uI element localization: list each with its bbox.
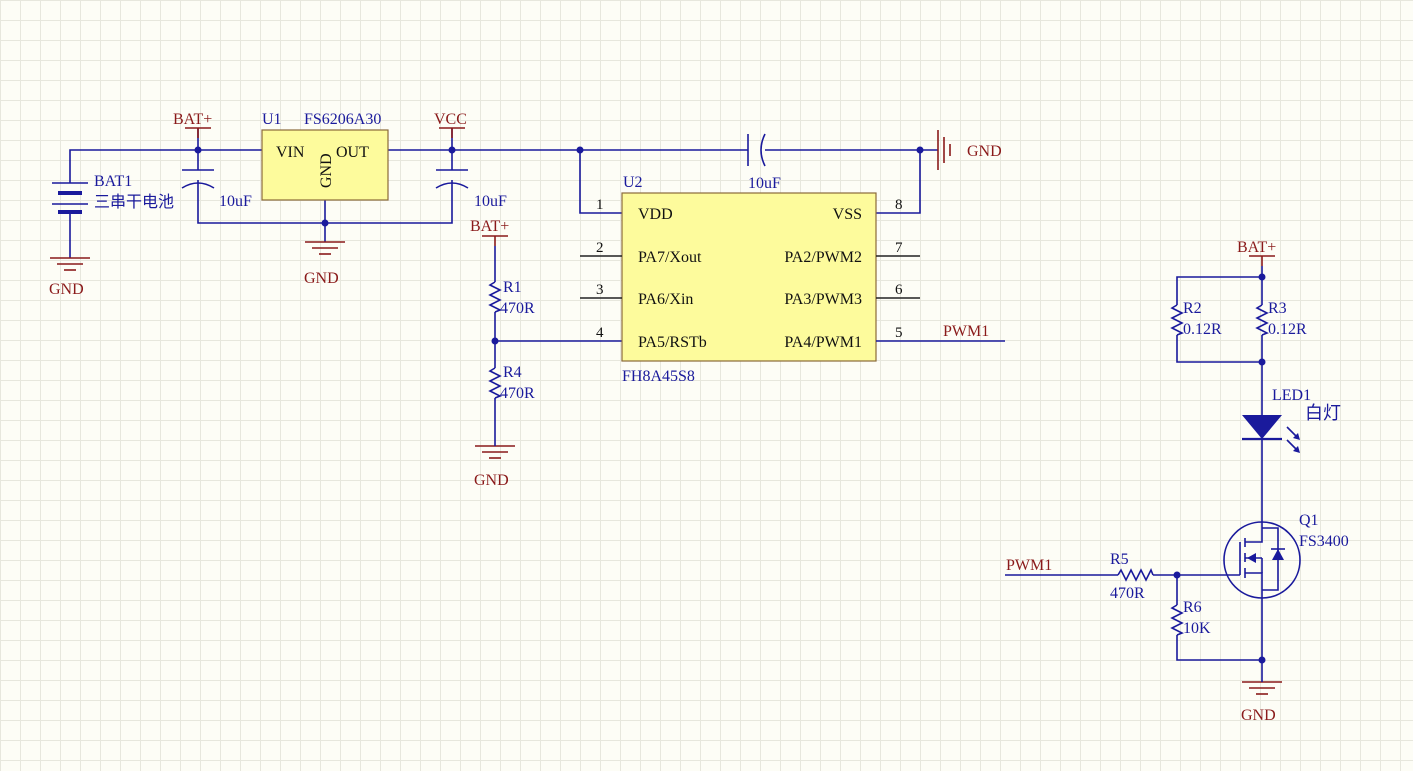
gnd-label-5: GND	[1241, 707, 1276, 724]
led-led1[interactable]: LED1 白灯	[1242, 387, 1341, 453]
bat-plus-label-3: BAT+	[1237, 239, 1276, 256]
gnd-symbol-battery: GND	[49, 257, 90, 298]
net-pwm1-out: PWM1	[876, 323, 1005, 342]
capacitor-cvdd[interactable]: 10uF	[747, 133, 781, 192]
resistor-r2[interactable]: R2 0.12R	[1170, 300, 1222, 338]
cvdd-value: 10uF	[748, 175, 781, 192]
gnd-label-4: GND	[474, 472, 509, 489]
r6-designator: R6	[1183, 599, 1202, 616]
capacitor-cout[interactable]: 10uF	[435, 169, 507, 210]
u2-pin2-name: PA7/Xout	[638, 249, 702, 266]
gnd-symbol-u1: GND	[304, 241, 345, 287]
u2-comment: FH8A45S8	[622, 368, 695, 385]
net-bat-plus-1: BAT+	[173, 111, 212, 138]
resistor-r4[interactable]: R4 470R	[488, 364, 535, 402]
net-bat-plus-2: BAT+	[470, 218, 509, 246]
cin-value: 10uF	[219, 193, 252, 210]
r3-value: 0.12R	[1268, 321, 1307, 338]
ic-u1[interactable]: U1 FS6206A30 VIN OUT GND	[261, 111, 389, 201]
r3-designator: R3	[1268, 300, 1287, 317]
u2-pin3-name: PA6/Xin	[638, 291, 693, 308]
net-bat-plus-3: BAT+	[1237, 239, 1276, 266]
q1-comment: FS3400	[1299, 533, 1349, 550]
u1-designator: U1	[262, 111, 282, 128]
gnd-label-1: GND	[49, 281, 84, 298]
bat-plus-label-2: BAT+	[470, 218, 509, 235]
q1-designator: Q1	[1299, 512, 1319, 529]
r5-designator: R5	[1110, 551, 1129, 568]
u2-pin3-num: 3	[596, 282, 604, 298]
r4-value: 470R	[500, 385, 535, 402]
u2-pin6-name: PA3/PWM3	[784, 291, 862, 308]
r2-value: 0.12R	[1183, 321, 1222, 338]
u1-pin-vin: VIN	[276, 144, 305, 161]
r5-value: 470R	[1110, 585, 1145, 602]
led1-comment: 白灯	[1305, 403, 1341, 424]
u1-pin-gnd: GND	[318, 153, 335, 188]
wires-divider	[494, 246, 622, 446]
u1-pin-out: OUT	[336, 144, 369, 161]
resistor-r1[interactable]: R1 470R	[488, 279, 535, 317]
u2-pin5-num: 5	[895, 325, 903, 341]
gnd-symbol-q1: GND	[1241, 681, 1282, 724]
pwm1-label-out: PWM1	[943, 323, 989, 340]
capacitor-cin[interactable]: 10uF	[181, 169, 252, 210]
u2-pin7-num: 7	[895, 240, 903, 256]
u2-designator: U2	[623, 174, 643, 191]
gnd-label-3: GND	[967, 143, 1002, 160]
u1-comment: FS6206A30	[304, 111, 381, 128]
gnd-symbol-r4: GND	[474, 445, 515, 489]
gnd-symbol-top-right: GND	[937, 130, 1002, 170]
r1-designator: R1	[503, 279, 522, 296]
r4-designator: R4	[503, 364, 522, 381]
led1-designator: LED1	[1272, 387, 1311, 404]
net-pwm1-in: PWM1	[1006, 557, 1052, 574]
u2-pin2-num: 2	[596, 240, 604, 256]
u2-pin1-name: VDD	[638, 206, 673, 223]
vcc-label: VCC	[434, 111, 467, 128]
u2-pin5-name: PA4/PWM1	[784, 334, 862, 351]
u2-pin8-num: 8	[895, 197, 903, 213]
u2-pin4-name: PA5/RSTb	[638, 334, 707, 351]
u2-pin1-num: 1	[596, 197, 604, 213]
resistor-r6[interactable]: R6 10K	[1170, 599, 1211, 637]
wires-led-driver	[1005, 266, 1263, 682]
r2-designator: R2	[1183, 300, 1202, 317]
battery-bat1[interactable]: BAT1 三串干电池	[52, 173, 174, 214]
resistor-r3[interactable]: R3 0.12R	[1255, 300, 1307, 338]
bat-plus-label-1: BAT+	[173, 111, 212, 128]
gnd-label-2: GND	[304, 270, 339, 287]
u2-pin6-num: 6	[895, 282, 903, 298]
mosfet-q1[interactable]: Q1 FS3400	[1223, 512, 1349, 600]
u2-pin8-name: VSS	[833, 206, 862, 223]
cout-value: 10uF	[474, 193, 507, 210]
u2-pin7-name: PA2/PWM2	[784, 249, 862, 266]
r6-value: 10K	[1183, 620, 1211, 637]
pwm1-label-in: PWM1	[1006, 557, 1052, 574]
bat1-comment: 三串干电池	[94, 192, 174, 211]
net-vcc: VCC	[434, 111, 467, 138]
r1-value: 470R	[500, 300, 535, 317]
bat1-designator: BAT1	[94, 173, 132, 190]
ic-u2[interactable]: U2 FH8A45S8 1 2 3 4 VDD PA7/Xout PA6/Xin…	[580, 174, 920, 385]
resistor-r5[interactable]: R5 470R	[1110, 551, 1154, 602]
u2-pin4-num: 4	[596, 325, 604, 341]
